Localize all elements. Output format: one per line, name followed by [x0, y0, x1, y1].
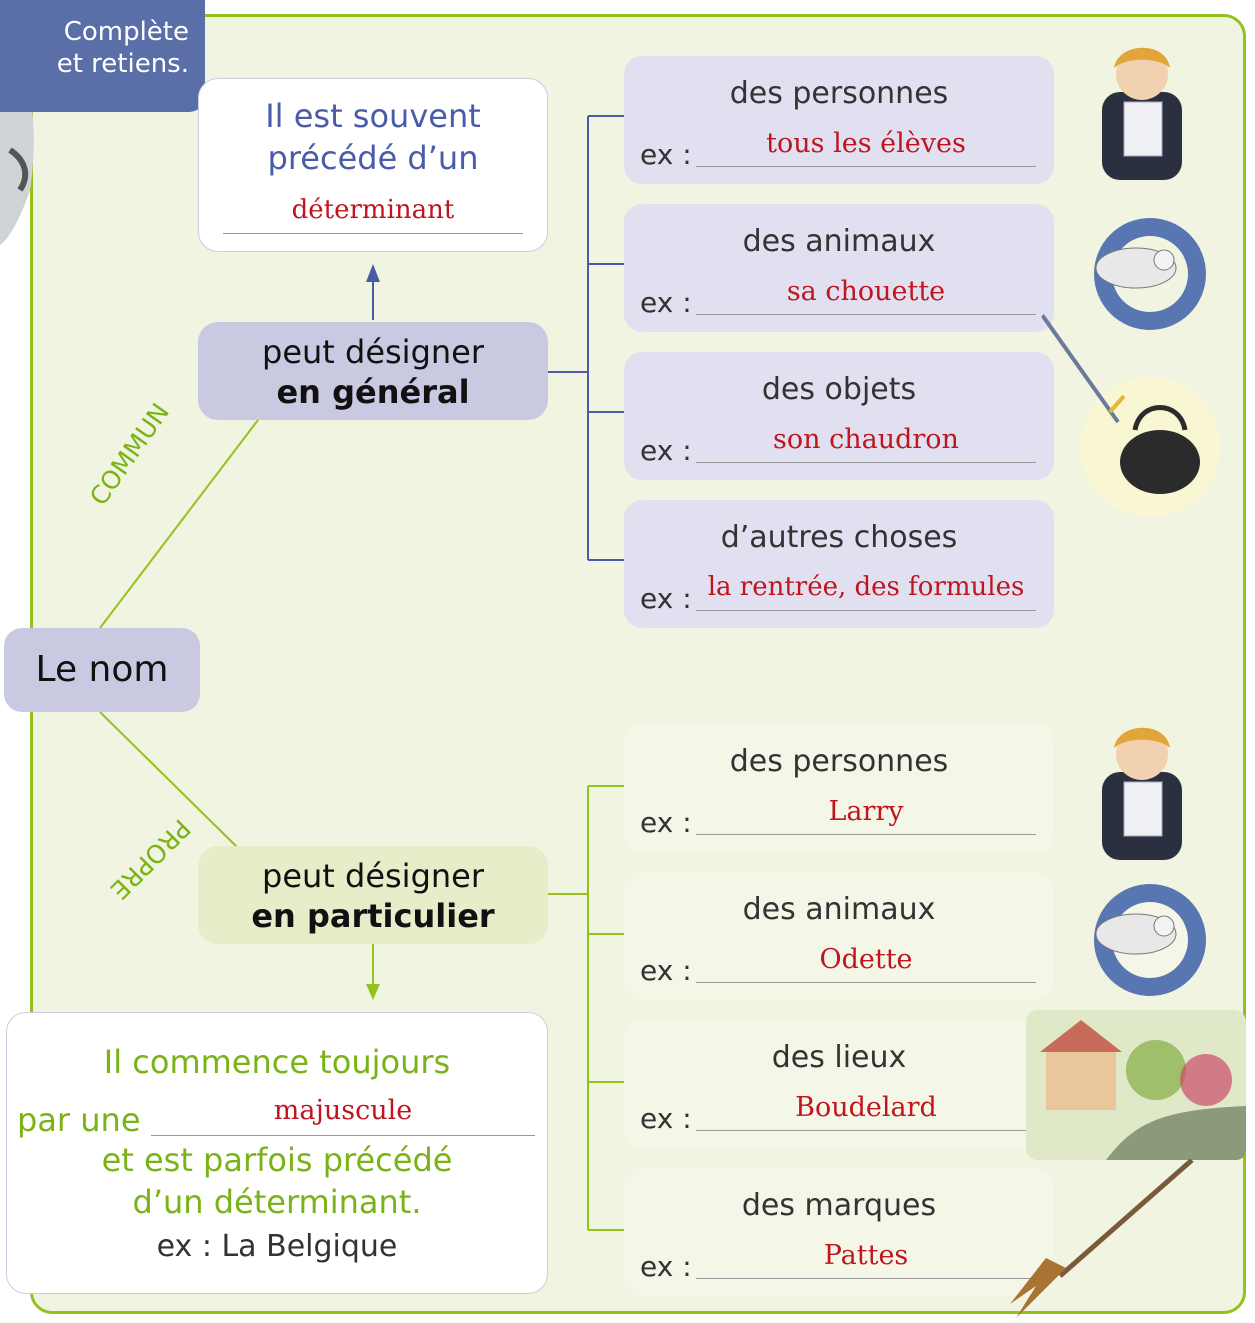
answer-underline — [696, 982, 1036, 983]
answer-underline — [696, 834, 1036, 835]
badge-line-2: et retiens. — [56, 49, 189, 79]
example-label: ex : — [640, 1102, 692, 1135]
answer-underline — [696, 462, 1036, 463]
category-title: des personnes — [729, 76, 949, 111]
propre-note-line-1: Il commence toujours — [103, 1043, 451, 1081]
example-answer: son chaudron — [773, 424, 959, 455]
answer-underline — [696, 610, 1036, 611]
propre-category-3: des lieux ex : Boudelard — [624, 1020, 1054, 1148]
owl-flying-icon — [1094, 218, 1206, 330]
propre-category-2: des animaux ex : Odette — [624, 872, 1054, 1000]
propre-category-4: des marques ex : Pattes — [624, 1168, 1054, 1296]
commun-note-line-1: Il est souvent — [265, 97, 481, 135]
commun-note-answer: déterminant — [291, 195, 455, 225]
category-title: des animaux — [742, 224, 936, 259]
commun-note-line-2: précédé d’un — [267, 139, 479, 177]
example-label: ex : — [640, 954, 692, 987]
owl-flying-icon — [1094, 884, 1206, 996]
cauldron-with-wand-icon — [1040, 312, 1220, 517]
propre-node-line-2: en particulier — [251, 897, 495, 935]
propre-node-line-1: peut désigner — [262, 857, 484, 895]
propre-category-1: des personnes ex : Larry — [624, 724, 1054, 852]
example-label: ex : — [640, 286, 692, 319]
propre-note-line-3: et est parfois précédé — [101, 1141, 453, 1179]
example-answer: Larry — [828, 796, 904, 827]
propre-note-line-4: d’un déterminant. — [132, 1183, 422, 1221]
village-street-icon — [1026, 1010, 1246, 1160]
propre-note-prefix: par une — [17, 1101, 141, 1139]
commun-note: Il est souvent précédé d’un déterminant — [198, 78, 548, 252]
example-answer: tous les élèves — [766, 128, 966, 159]
commun-note-underline — [223, 233, 523, 234]
example-answer: Odette — [819, 944, 913, 975]
boy-reading-letter-icon — [1102, 47, 1182, 180]
example-label: ex : — [640, 806, 692, 839]
propre-note-example: ex : La Belgique — [156, 1229, 398, 1264]
root-node: Le nom — [4, 628, 200, 712]
propre-note: Il commence toujours par une majuscule e… — [6, 1012, 548, 1294]
answer-underline — [696, 1278, 1036, 1279]
propre-note-answer: majuscule — [273, 1095, 413, 1126]
badge-line-1: Complète — [63, 17, 189, 47]
answer-underline — [696, 314, 1036, 315]
commun-node-line-1: peut désigner — [262, 333, 484, 371]
commun-node: peut désigner en général — [198, 322, 548, 420]
propre-node: peut désigner en particulier — [198, 846, 548, 944]
commun-category-4: d’autres choses ex : la rentrée, des for… — [624, 500, 1054, 628]
instruction-badge: Complète et retiens. — [0, 0, 205, 112]
example-answer: la rentrée, des formules — [707, 572, 1025, 602]
example-answer: sa chouette — [786, 276, 946, 307]
category-title: d’autres choses — [720, 520, 958, 555]
example-label: ex : — [640, 582, 692, 615]
example-answer: Pattes — [823, 1240, 909, 1271]
category-title: des lieux — [771, 1040, 907, 1075]
answer-underline — [696, 1130, 1036, 1131]
boy-reading-letter-icon — [1102, 727, 1182, 860]
commun-category-3: des objets ex : son chaudron — [624, 352, 1054, 480]
example-label: ex : — [640, 1250, 692, 1283]
example-label: ex : — [640, 434, 692, 467]
category-title: des objets — [761, 372, 917, 407]
example-answer: Boudelard — [795, 1092, 937, 1123]
category-title: des marques — [741, 1188, 937, 1223]
propre-note-underline — [151, 1135, 535, 1136]
commun-node-line-2: en général — [276, 373, 470, 411]
category-title: des animaux — [742, 892, 936, 927]
broomstick-icon — [1010, 1158, 1194, 1318]
example-label: ex : — [640, 138, 692, 171]
commun-category-2: des animaux ex : sa chouette — [624, 204, 1054, 332]
category-title: des personnes — [729, 744, 949, 779]
answer-underline — [696, 166, 1036, 167]
commun-category-1: des personnes ex : tous les élèves — [624, 56, 1054, 184]
